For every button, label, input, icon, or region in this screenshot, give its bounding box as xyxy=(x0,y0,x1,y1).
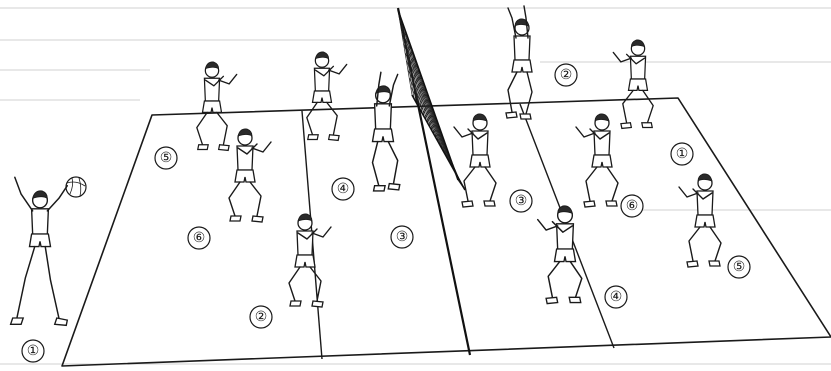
position-label-left-2: ② xyxy=(250,306,272,328)
position-label-left-3: ③ xyxy=(391,226,413,248)
svg-text:④: ④ xyxy=(610,289,623,305)
volleyball xyxy=(66,177,86,197)
position-label-right-5: ⑤ xyxy=(728,256,750,278)
svg-text:④: ④ xyxy=(337,181,350,197)
svg-text:③: ③ xyxy=(396,229,409,245)
position-label-right-6: ⑥ xyxy=(621,195,643,217)
position-label-right-4: ④ xyxy=(605,286,627,308)
svg-text:③: ③ xyxy=(515,193,528,209)
svg-text:①: ① xyxy=(676,146,689,162)
position-label-left-6: ⑥ xyxy=(188,227,210,249)
svg-text:②: ② xyxy=(255,309,268,325)
position-label-left-4: ④ xyxy=(332,178,354,200)
svg-text:⑤: ⑤ xyxy=(733,259,746,275)
svg-text:①: ① xyxy=(27,343,40,359)
position-label-right-3: ③ xyxy=(510,190,532,212)
svg-text:⑤: ⑤ xyxy=(160,150,173,166)
position-label-left-1: ① xyxy=(22,340,44,362)
svg-text:⑥: ⑥ xyxy=(626,198,639,214)
svg-text:⑥: ⑥ xyxy=(193,230,206,246)
position-label-right-2: ② xyxy=(555,64,577,86)
position-label-right-1: ① xyxy=(671,143,693,165)
svg-text:②: ② xyxy=(560,67,573,83)
position-label-left-5: ⑤ xyxy=(155,147,177,169)
